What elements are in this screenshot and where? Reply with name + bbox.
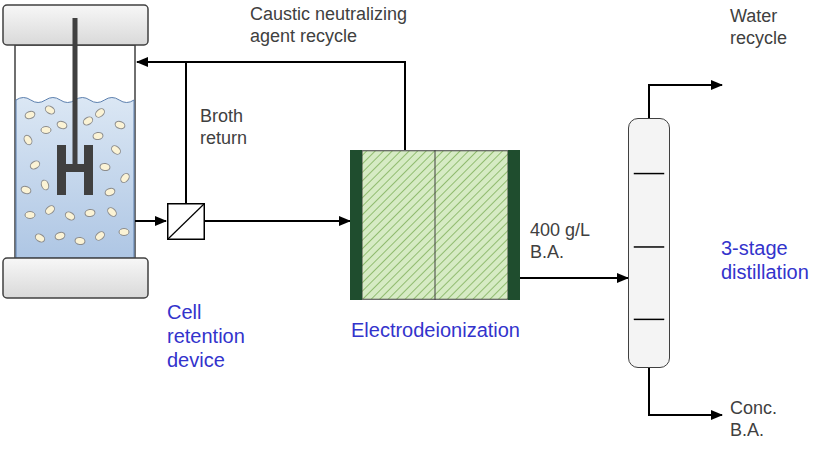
stream-label: Water recycle (730, 6, 810, 49)
cell (106, 206, 118, 218)
reactor-outlet-line (135, 220, 166, 222)
ion-exchange-compartment (362, 151, 508, 300)
cell (22, 134, 33, 146)
cell (24, 110, 36, 120)
impeller-hub (66, 164, 84, 172)
stream-label: Conc. B.A. (730, 398, 800, 441)
stream-label: Caustic neutralizing agent recycle (250, 4, 450, 47)
cell (54, 231, 66, 241)
bottom-flange (3, 258, 148, 298)
electrode-plate (508, 150, 520, 300)
distillation-tray (634, 246, 664, 247)
membrane-divider (435, 150, 436, 300)
unit-label: Cell retention device (167, 300, 267, 372)
electrodeionization-stack: Electrodeionization (350, 150, 520, 300)
cell (56, 120, 68, 130)
cell (84, 209, 95, 218)
cell (34, 232, 46, 243)
flow-arrow (520, 277, 628, 279)
cell (99, 163, 110, 172)
stream-concentration-label: 400 g/L B.A. (530, 220, 605, 263)
flow-arrow (205, 220, 350, 222)
cell (64, 210, 76, 221)
broth-return-line (137, 62, 186, 203)
cell (104, 187, 116, 197)
filter-graphic (167, 203, 205, 240)
filter-housing (168, 204, 205, 240)
cell (40, 179, 50, 191)
top-flange (3, 5, 148, 45)
membrane-line (168, 204, 205, 240)
cell (29, 159, 41, 170)
impeller-blade (84, 145, 93, 195)
cell (82, 115, 94, 126)
distillation-column: 3-stage distillation (628, 118, 670, 368)
cell (110, 144, 122, 156)
electrode-plate (350, 150, 362, 300)
cell (94, 230, 106, 242)
distillation-tray (634, 319, 664, 320)
cell-retention-device: Cell retention device (167, 203, 205, 240)
impeller-blade (57, 145, 66, 195)
shaft-top (73, 18, 78, 45)
concentrate-outlet-line (649, 368, 722, 415)
cell (114, 120, 126, 130)
cell (94, 107, 106, 119)
stream-label: Broth return (200, 106, 280, 149)
cell (41, 127, 51, 134)
unit-label: 3-stage distillation (721, 236, 833, 284)
cell (44, 204, 56, 216)
column-graphic (629, 119, 669, 367)
cell (20, 185, 32, 195)
unit-label: Electrodeionization (351, 318, 520, 342)
cell (119, 172, 131, 184)
cell (92, 132, 103, 141)
cell (44, 104, 56, 115)
edi-graphic (350, 150, 520, 300)
cell (25, 212, 35, 219)
distillation-tray (634, 173, 664, 174)
cell (119, 229, 129, 236)
water-recycle-line (649, 85, 722, 118)
caustic-recycle-line (186, 62, 405, 150)
cell (74, 237, 85, 246)
